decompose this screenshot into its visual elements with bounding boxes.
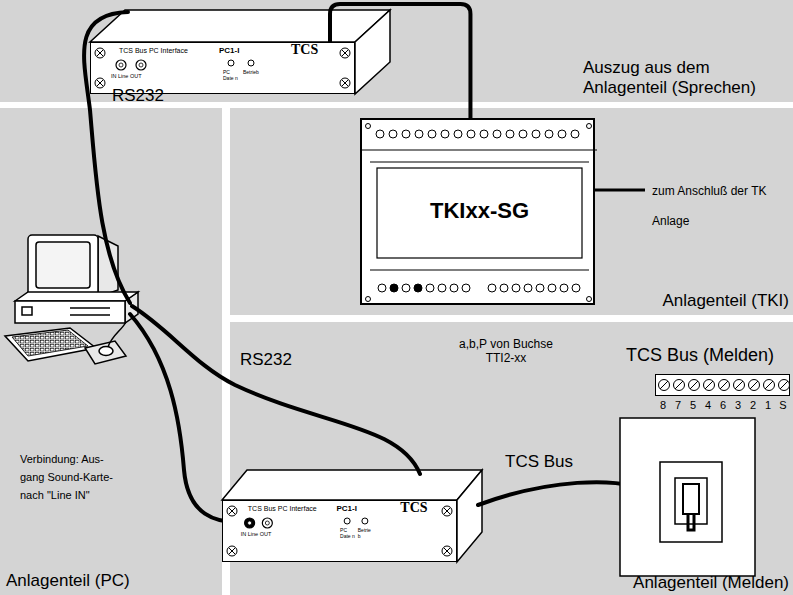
bus-label: TCS Bus xyxy=(505,452,573,472)
region-heading: Anlagenteil (Melden) xyxy=(633,573,789,593)
interface-label: RS232 xyxy=(112,86,164,106)
region-heading: Anlagenteil (PC) xyxy=(6,571,130,591)
cable-connector xyxy=(330,4,470,118)
jack-label: IN Line OUT xyxy=(241,531,272,537)
interface-label: RS232 xyxy=(240,350,292,370)
device-top-face xyxy=(90,10,390,42)
sound-cable xyxy=(130,314,246,522)
screw-terminals xyxy=(656,375,791,397)
device-title: TCS Bus PC Interface xyxy=(248,505,317,513)
led-label: Betrieb xyxy=(243,70,259,76)
jack-plug xyxy=(243,516,255,528)
note-label: Verbindung: Aus- gang Sound-Karte- nach … xyxy=(20,450,120,504)
pin-number: 3 xyxy=(734,399,742,412)
device-side-face xyxy=(457,470,482,562)
region-heading: Auszug aus dem Anlagenteil (Sprechen) xyxy=(583,58,788,97)
model-name: PC1-I xyxy=(219,46,239,55)
region-band: Anlagenteil (TKI) TKIxx-SG xyxy=(230,108,793,315)
strip-heading: TCS Bus (Melden) xyxy=(626,345,774,366)
pin-number: 5 xyxy=(689,399,697,412)
led-label: Betrie b xyxy=(358,528,374,540)
brand-logo: TCS xyxy=(400,500,427,516)
note-label: zum Anschluß der TK Anlage xyxy=(652,176,782,236)
terminal-strip: TCS Bus (Melden) xyxy=(655,374,790,396)
device-title: TCS Bus PC Interface xyxy=(119,47,188,55)
brand-logo: TCS xyxy=(291,42,318,58)
led-label: PC Date n xyxy=(223,70,241,82)
jack-label: IN Line OUT xyxy=(111,73,142,79)
tk-line xyxy=(595,189,645,192)
pin-number: 6 xyxy=(719,399,727,412)
pin-number: 8 xyxy=(659,399,667,412)
device-side-face xyxy=(355,10,390,94)
rs232-cable xyxy=(84,12,130,303)
region-heading: Anlagenteil (TKI) xyxy=(662,291,789,311)
cables xyxy=(84,12,690,522)
pin-number: 2 xyxy=(749,399,757,412)
led-label: PC Date n xyxy=(340,528,358,540)
device-top-face xyxy=(222,470,482,500)
computer-illustration xyxy=(5,235,138,364)
tki-module: TKIxx-SG xyxy=(360,118,595,305)
pin-number: 7 xyxy=(674,399,682,412)
model-name: PC1-I xyxy=(337,504,357,513)
rs232-cable xyxy=(132,306,420,474)
pin-number: 4 xyxy=(704,399,712,412)
wall-socket xyxy=(620,418,755,576)
note-label: a,b,P von Buchse TTI2-xx xyxy=(450,338,562,366)
module-name: TKIxx-SG xyxy=(377,198,582,223)
pin-number: 1 xyxy=(764,399,772,412)
pc-interface-device: TCS Bus PC Interface PC1-I TCS IN Line OUT P… xyxy=(222,500,457,562)
pin-number: S xyxy=(779,399,787,412)
